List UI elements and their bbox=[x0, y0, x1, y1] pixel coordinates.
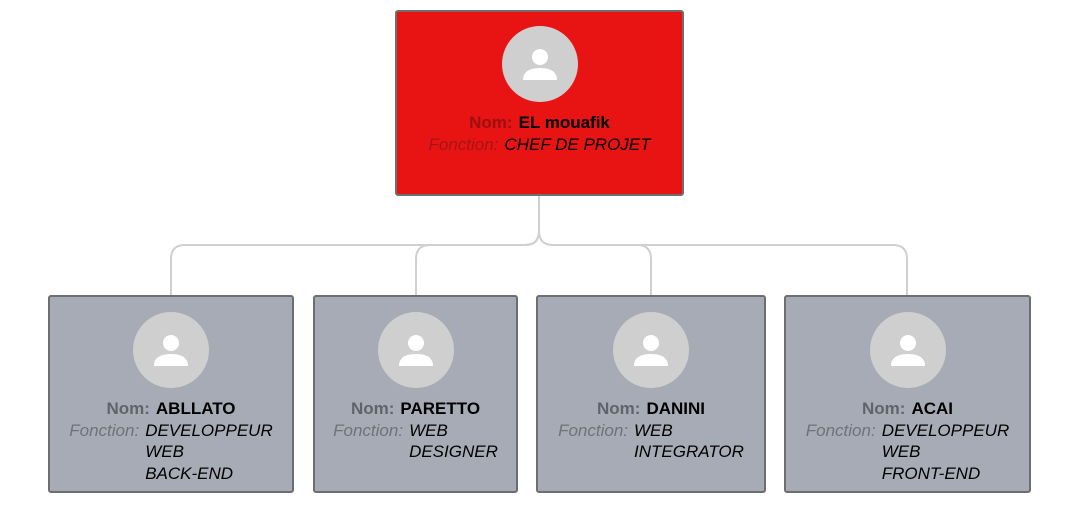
node-info: Nom: EL mouafik Fonction: CHEF DE PROJET bbox=[428, 112, 650, 155]
user-icon bbox=[890, 335, 925, 366]
person-name: ACAI bbox=[911, 399, 953, 418]
role-line: CHEF DE PROJET bbox=[504, 134, 651, 154]
role-line: WEB bbox=[145, 442, 184, 461]
person-name: EL mouafik bbox=[518, 113, 610, 132]
node-info: Nom: ACAI Fonction: DEVELOPPEUR WEB FRONT… bbox=[806, 398, 1009, 484]
role-key-label: Fonction: bbox=[805, 420, 876, 440]
user-icon bbox=[398, 335, 433, 366]
name-key-label: Nom: bbox=[469, 113, 513, 132]
connector-to-paretto bbox=[415, 230, 540, 295]
name-row: Nom: EL mouafik bbox=[428, 112, 650, 134]
role-value: DEVELOPPEUR WEB FRONT-END bbox=[882, 420, 1010, 485]
org-node-chef-de-projet[interactable]: Nom: EL mouafik Fonction: CHEF DE PROJET bbox=[395, 10, 684, 196]
name-key-label: Nom: bbox=[596, 399, 641, 418]
person-name: ABLLATO bbox=[155, 399, 236, 418]
avatar bbox=[869, 312, 946, 388]
node-info: Nom: DANINI Fonction: WEB INTEGRATOR bbox=[558, 398, 744, 463]
role-line: WEB bbox=[634, 420, 673, 440]
avatar bbox=[501, 26, 578, 102]
avatar bbox=[133, 312, 209, 388]
user-icon bbox=[522, 49, 557, 80]
connector-to-danini bbox=[538, 230, 652, 295]
name-row: Nom: PARETTO bbox=[333, 398, 498, 420]
role-line: FRONT-END bbox=[881, 463, 981, 483]
name-row: Nom: ABLLATO bbox=[69, 398, 272, 420]
org-node-ablato[interactable]: Nom: ABLLATO Fonction: DEVELOPPEUR WEB BA… bbox=[48, 295, 294, 493]
role-value: WEB INTEGRATOR bbox=[634, 420, 744, 463]
role-value: DEVELOPPEUR WEB BACK-END bbox=[145, 420, 273, 485]
role-row: Fonction: CHEF DE PROJET bbox=[428, 134, 650, 156]
role-row: Fonction: WEB INTEGRATOR bbox=[558, 420, 744, 463]
node-info: Nom: PARETTO Fonction: WEB DESIGNER bbox=[333, 398, 498, 463]
node-info: Nom: ABLLATO Fonction: DEVELOPPEUR WEB BA… bbox=[69, 398, 272, 484]
person-name: PARETTO bbox=[400, 399, 481, 418]
role-row: Fonction: WEB DESIGNER bbox=[333, 420, 498, 463]
role-key-label: Fonction: bbox=[558, 420, 629, 440]
role-line: WEB bbox=[409, 420, 448, 440]
role-line: DESIGNER bbox=[409, 442, 498, 461]
role-row: Fonction: DEVELOPPEUR WEB BACK-END bbox=[69, 420, 272, 485]
org-node-danini[interactable]: Nom: DANINI Fonction: WEB INTEGRATOR bbox=[536, 295, 766, 493]
role-row: Fonction: DEVELOPPEUR WEB FRONT-END bbox=[806, 420, 1009, 485]
role-line: DEVELOPPEUR bbox=[145, 420, 273, 440]
role-line: INTEGRATOR bbox=[634, 442, 744, 461]
role-line: WEB bbox=[881, 442, 921, 461]
org-node-paretto[interactable]: Nom: PARETTO Fonction: WEB DESIGNER bbox=[313, 295, 518, 493]
user-icon bbox=[154, 335, 188, 366]
avatar bbox=[613, 312, 689, 388]
connector-to-ablato bbox=[170, 244, 525, 295]
role-line: DEVELOPPEUR bbox=[881, 420, 1010, 440]
role-value: CHEF DE PROJET bbox=[504, 134, 650, 156]
org-node-acai[interactable]: Nom: ACAI Fonction: DEVELOPPEUR WEB FRONT… bbox=[784, 295, 1031, 493]
role-line: BACK-END bbox=[145, 463, 234, 483]
name-key-label: Nom: bbox=[106, 399, 150, 418]
role-key-label: Fonction: bbox=[428, 134, 499, 154]
role-key-label: Fonction: bbox=[69, 420, 140, 440]
name-key-label: Nom: bbox=[350, 399, 395, 418]
name-row: Nom: ACAI bbox=[806, 398, 1009, 420]
user-icon bbox=[634, 335, 668, 366]
role-key-label: Fonction: bbox=[333, 420, 404, 440]
name-row: Nom: DANINI bbox=[558, 398, 744, 420]
avatar bbox=[377, 312, 454, 388]
connector-to-acai bbox=[553, 244, 908, 295]
name-key-label: Nom: bbox=[861, 399, 906, 418]
role-value: WEB DESIGNER bbox=[409, 420, 498, 463]
person-name: DANINI bbox=[646, 399, 705, 418]
